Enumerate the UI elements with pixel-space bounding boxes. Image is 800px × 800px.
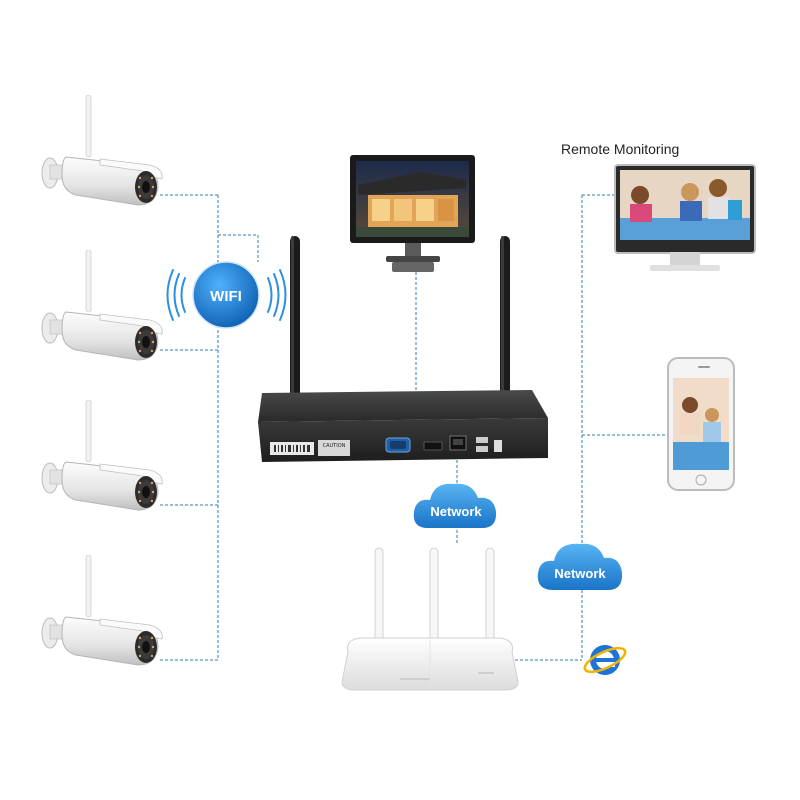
browser-icon [583,645,627,675]
cloud-icon: Network [413,483,497,528]
cloud-icon: Network [537,543,623,590]
camera-icon [41,95,163,206]
monitor-icon [350,155,475,272]
camera-icon [41,555,163,666]
nvr-icon: CAUTION [258,236,548,462]
wifi-icon: WIFI [166,261,287,329]
camera-icon [41,400,163,511]
network-cloud-right-label: Network [554,566,606,581]
smartphone-icon [667,357,735,491]
nvr-caution-label: CAUTION [323,443,346,449]
camera-icon [41,250,163,361]
remote-monitoring-label: Remote Monitoring [561,141,680,157]
wifi-badge-label: WIFI [210,288,242,305]
router-icon [341,547,519,691]
network-cloud-top-label: Network [430,504,482,519]
laptop-icon [614,164,756,271]
